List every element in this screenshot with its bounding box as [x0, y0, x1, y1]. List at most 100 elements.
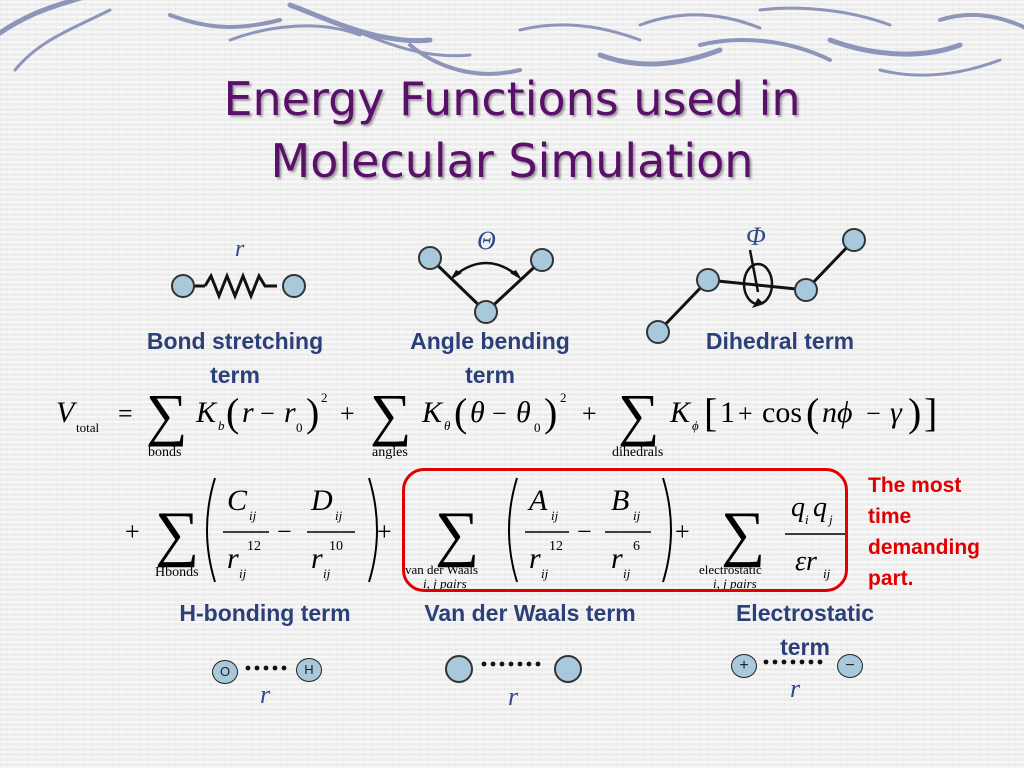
vdw-atoms: [445, 655, 582, 683]
svg-text:−: −: [492, 399, 507, 428]
sum-hbonds: ∑: [155, 500, 199, 568]
svg-text:i: i: [805, 512, 809, 527]
eq-V: V: [56, 396, 78, 429]
svg-text:12: 12: [247, 539, 261, 554]
svg-text:θ: θ: [444, 418, 451, 433]
sum-dihedrals: ∑: [618, 382, 659, 447]
negative-charge-icon: −: [837, 654, 863, 678]
angle-label-line1: Angle bending: [410, 328, 570, 354]
svg-text:ij: ij: [323, 566, 331, 581]
svg-text:): ): [908, 390, 921, 435]
svg-text:−: −: [866, 399, 881, 428]
svg-text:cos: cos: [762, 396, 802, 429]
svg-text:εr: εr: [795, 546, 817, 577]
eq-Kb: K: [195, 396, 218, 429]
svg-text:r: r: [529, 542, 541, 575]
dihedral-atom-4: [842, 228, 866, 252]
svg-text:ij: ij: [633, 508, 641, 523]
eq-elec-pairs: i, j pairs: [713, 576, 757, 591]
vdw-r: r: [508, 682, 519, 711]
svg-text:ij: ij: [551, 508, 559, 523]
eq-dihedrals-sub: dihedrals: [612, 445, 663, 460]
svg-text:+: +: [377, 517, 392, 546]
svg-text:nϕ: nϕ: [822, 396, 853, 429]
svg-text:B: B: [611, 484, 629, 517]
svg-text:): ): [306, 390, 319, 435]
angle-atom-right: [530, 248, 554, 272]
elec-label-line1: Electrostatic: [735, 600, 875, 626]
svg-text:−: −: [577, 517, 592, 546]
svg-text:q: q: [813, 492, 827, 523]
vdw-label: Van der Waals term: [424, 600, 636, 626]
svg-text:b: b: [218, 418, 225, 433]
svg-text:0: 0: [296, 420, 303, 435]
sum-elec: ∑: [721, 500, 765, 568]
hbond-dots: [245, 665, 287, 671]
eq-equals: =: [118, 399, 133, 428]
svg-text:ij: ij: [623, 566, 631, 581]
hbond-r: r: [260, 680, 271, 709]
svg-text:θ: θ: [516, 396, 531, 429]
eq-hbonds-sub: Hbonds: [155, 565, 199, 580]
bond-atom-left: [171, 274, 195, 298]
svg-text:[: [: [704, 390, 717, 435]
hbond-label: H-bonding term: [179, 600, 351, 626]
elec-label-line2: term: [780, 634, 830, 660]
svg-text:2: 2: [560, 390, 567, 405]
highlight-box: [402, 468, 848, 592]
elec-dots: [763, 659, 823, 665]
svg-text:r: r: [284, 396, 296, 429]
eq-angles-sub: angles: [372, 445, 408, 460]
elec-r: r: [790, 674, 801, 703]
svg-text:ij: ij: [541, 566, 549, 581]
svg-text:−: −: [260, 399, 275, 428]
dihedral-diagram: [646, 228, 866, 344]
callout-line2: time: [868, 505, 912, 528]
sum-bonds: ∑: [146, 382, 187, 447]
eq-vdw-pairs: i, j pairs: [423, 576, 467, 591]
bond-stretching-label: Bond stretching term: [110, 324, 360, 392]
svg-text:+: +: [125, 517, 140, 546]
svg-text:ij: ij: [249, 508, 257, 523]
decorative-swirls: [0, 0, 1024, 77]
dihedral-atom-2: [696, 268, 720, 292]
svg-text:K: K: [669, 396, 692, 429]
bond-atom-right: [282, 274, 306, 298]
svg-text:10: 10: [329, 539, 343, 554]
svg-text:q: q: [791, 492, 805, 523]
svg-text:−: −: [277, 517, 292, 546]
dihedral-label: Dihedral term: [705, 328, 855, 354]
svg-text:r: r: [227, 542, 239, 575]
bond-label-line1: Bond stretching: [146, 328, 324, 354]
svg-text:θ: θ: [470, 396, 485, 429]
time-demanding-callout: The most time demanding part.: [868, 470, 1018, 594]
bond-stretching-diagram: [171, 271, 306, 301]
dihedral-atom-1: [646, 320, 670, 344]
svg-text:0: 0: [534, 420, 541, 435]
bond-symbol: r: [235, 236, 245, 262]
title-line-1: Energy Functions used in: [223, 72, 801, 126]
svg-text:+: +: [675, 517, 690, 546]
callout-line1: The most: [868, 474, 962, 497]
angle-bending-label: Angle bending term: [370, 324, 610, 392]
eq-total-sub: total: [76, 420, 99, 435]
svg-text:+: +: [340, 399, 355, 428]
angle-atom-center: [474, 300, 498, 324]
svg-text:r: r: [242, 396, 254, 429]
title-line-2: Molecular Simulation: [270, 134, 754, 188]
eq-elec-sub: electrostatic: [699, 562, 762, 577]
svg-text:): ): [544, 390, 557, 435]
equation-line-1: V total = ∑ bonds K b ( r − r 0 ) 2 + ∑ …: [56, 382, 937, 460]
svg-text:ij: ij: [239, 566, 247, 581]
svg-text:ϕ: ϕ: [692, 418, 699, 433]
angle-symbol: Θ: [477, 226, 496, 255]
electrostatic-label: Electrostatic term: [700, 596, 910, 664]
angle-atom-left: [418, 246, 442, 270]
svg-text:j: j: [827, 512, 833, 527]
sum-angles: ∑: [370, 382, 411, 447]
svg-text:(: (: [806, 390, 819, 435]
svg-text:K: K: [421, 396, 444, 429]
sum-vdw: ∑: [435, 500, 479, 568]
svg-text:(: (: [226, 390, 239, 435]
